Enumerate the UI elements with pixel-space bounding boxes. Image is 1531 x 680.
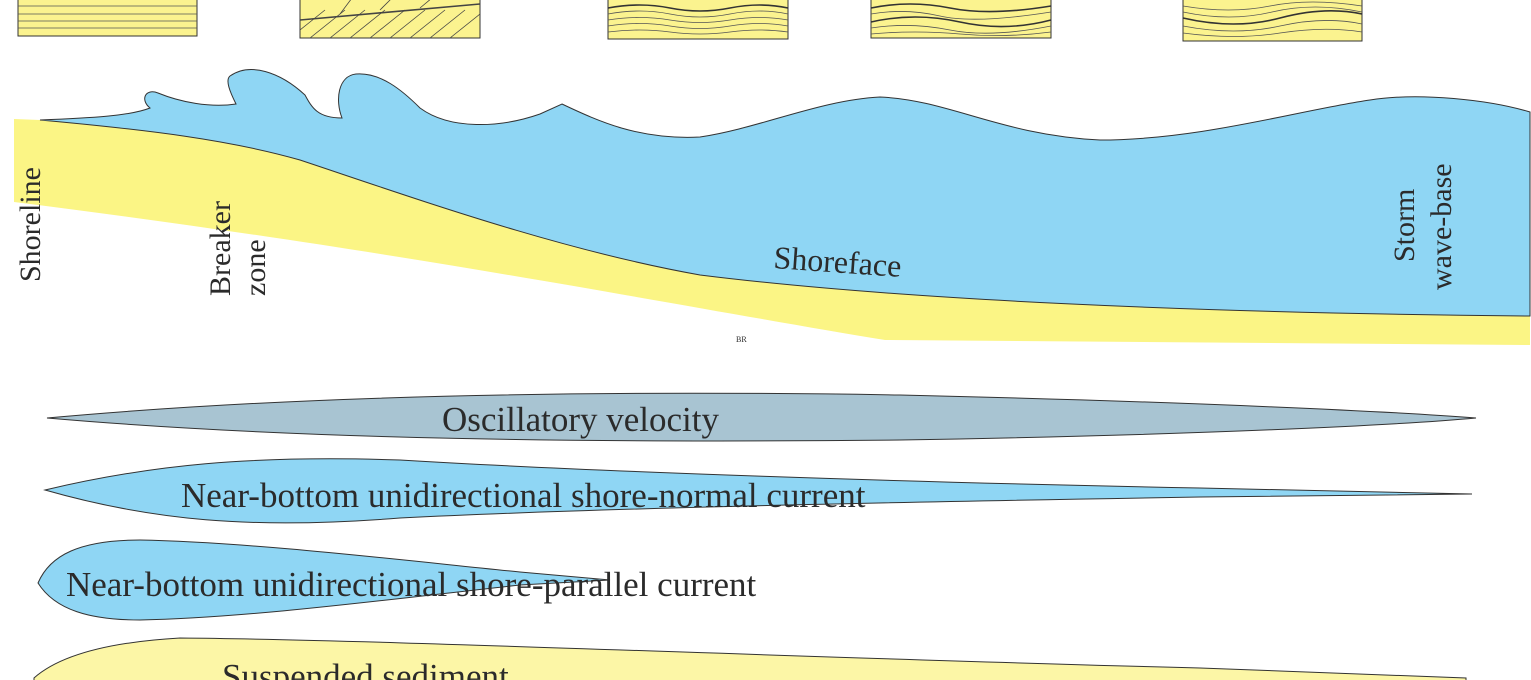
shoreface-label: Shoreface	[773, 239, 903, 284]
process-shape	[46, 392, 1477, 442]
breaker-zone-label-line2: zone	[239, 239, 272, 296]
process-label: Suspended sediment	[222, 657, 509, 680]
storm-wave-base-label-line1: Storm	[1388, 189, 1421, 262]
process-label: Oscillatory velocity	[442, 400, 720, 439]
process-shape	[43, 458, 1473, 524]
process-label: Near-bottom unidirectional shore-paralle…	[66, 565, 757, 604]
strata-box-2	[299, 0, 481, 39]
strata-box-1	[17, 0, 198, 37]
process-label: Near-bottom unidirectional shore-normal …	[181, 476, 866, 515]
strata-box-4	[870, 0, 1052, 39]
process-shore-parallel-current: Near-bottom unidirectional shore-paralle…	[37, 539, 757, 621]
breaker-zone-label-line1: Breaker	[204, 201, 237, 296]
process-suspended-sediment: Suspended sediment	[33, 637, 1467, 680]
shoreline-label: Shoreline	[14, 167, 47, 282]
strata-box-5	[1182, 0, 1363, 42]
water-body	[39, 69, 1531, 317]
sand-wedge	[14, 119, 1530, 345]
process-shore-normal-current: Near-bottom unidirectional shore-normal …	[43, 458, 1473, 524]
process-oscillatory-velocity: Oscillatory velocity	[46, 392, 1477, 442]
process-shape	[33, 637, 1467, 680]
cross-section	[14, 69, 1531, 345]
strata-box-3	[607, 0, 789, 40]
watermark-text: BR	[736, 335, 747, 344]
process-shape	[37, 539, 611, 621]
storm-wave-base-label-line2: wave-base	[1425, 163, 1458, 290]
